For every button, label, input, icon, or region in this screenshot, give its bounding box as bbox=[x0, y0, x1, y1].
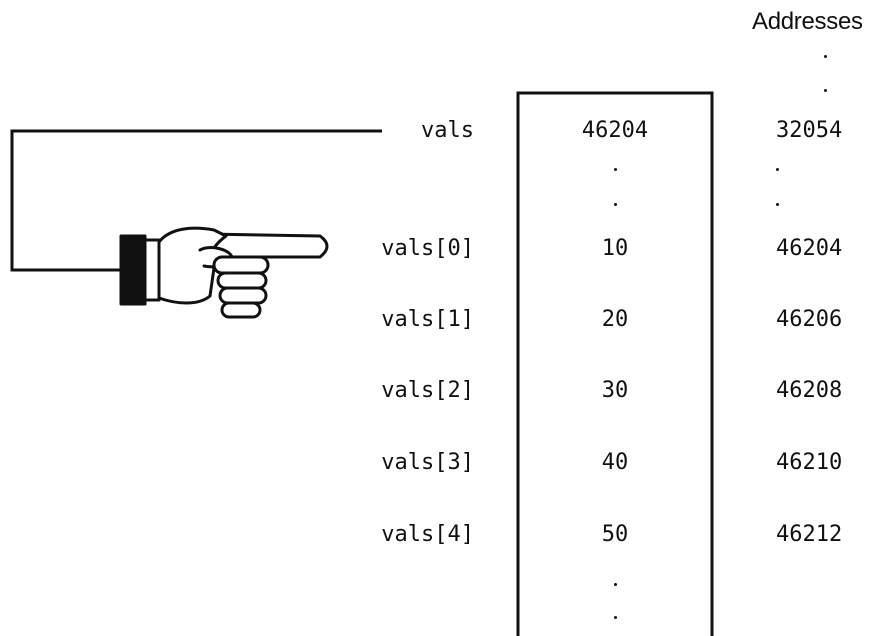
address-ellipsis-dot bbox=[776, 203, 779, 206]
value-ellipsis-dot bbox=[614, 168, 617, 171]
pointer-name: vals bbox=[421, 118, 474, 143]
memory-box bbox=[516, 91, 714, 636]
value-ellipsis-dot bbox=[614, 616, 617, 619]
address-ellipsis-dot bbox=[824, 89, 827, 92]
element-address: 46210 bbox=[776, 450, 843, 475]
address-ellipsis-dot bbox=[776, 168, 779, 171]
pointer-connector-line bbox=[10, 129, 382, 272]
element-value: 10 bbox=[601, 236, 629, 261]
element-name: vals[3] bbox=[381, 450, 474, 475]
addresses-header: Addresses bbox=[752, 8, 863, 35]
element-address: 46204 bbox=[776, 236, 843, 261]
element-value: 20 bbox=[601, 307, 629, 332]
element-name: vals[0] bbox=[381, 236, 474, 261]
element-name: vals[1] bbox=[381, 307, 474, 332]
element-name: vals[2] bbox=[381, 378, 474, 403]
pointing-hand-icon bbox=[119, 226, 329, 319]
element-value: 50 bbox=[601, 522, 629, 547]
element-name: vals[4] bbox=[381, 522, 474, 547]
element-address: 46206 bbox=[776, 307, 843, 332]
value-ellipsis-dot bbox=[614, 583, 617, 586]
value-ellipsis-dot bbox=[614, 203, 617, 206]
element-address: 46208 bbox=[776, 378, 843, 403]
element-value: 40 bbox=[601, 450, 629, 475]
pointer-address: 32054 bbox=[776, 118, 843, 143]
pointer-value: 46204 bbox=[581, 118, 649, 143]
address-ellipsis-dot bbox=[824, 55, 827, 58]
element-value: 30 bbox=[601, 378, 629, 403]
element-address: 46212 bbox=[776, 522, 843, 547]
